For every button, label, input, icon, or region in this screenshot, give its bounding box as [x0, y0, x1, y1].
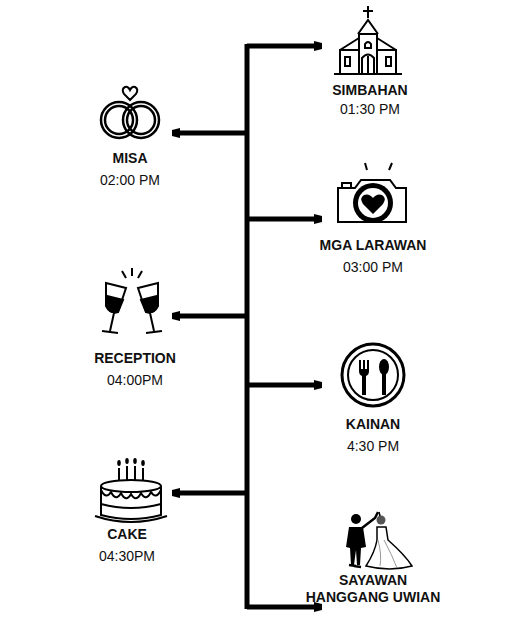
timeline-spine: [178, 44, 316, 609]
event-name: RECEPTION: [55, 350, 215, 367]
event-name: CAKE: [52, 526, 202, 543]
event-time: 04:30PM: [52, 548, 202, 565]
cake-icon: [95, 458, 167, 522]
rings-icon: [101, 87, 159, 138]
champagne-icon: [102, 268, 162, 333]
dancing-couple-icon: [346, 512, 412, 569]
branch-tabs: [172, 41, 322, 612]
event-name: SIMBAHAN: [295, 82, 445, 99]
event-name: SAYAWAN HANGGANG UWIAN: [296, 572, 451, 606]
event-name: MISA: [55, 150, 205, 167]
event-time: 01:30 PM: [295, 101, 445, 118]
camera-icon: [338, 163, 406, 223]
event-time: 04:00PM: [60, 372, 210, 389]
plate-icon: [342, 344, 404, 406]
event-time: 02:00 PM: [55, 172, 205, 189]
event-time: 03:00 PM: [298, 259, 448, 276]
church-icon: [334, 6, 402, 74]
event-time: 4:30 PM: [298, 438, 448, 455]
event-name: MGA LARAWAN: [293, 237, 453, 254]
event-name: KAINAN: [298, 416, 448, 433]
